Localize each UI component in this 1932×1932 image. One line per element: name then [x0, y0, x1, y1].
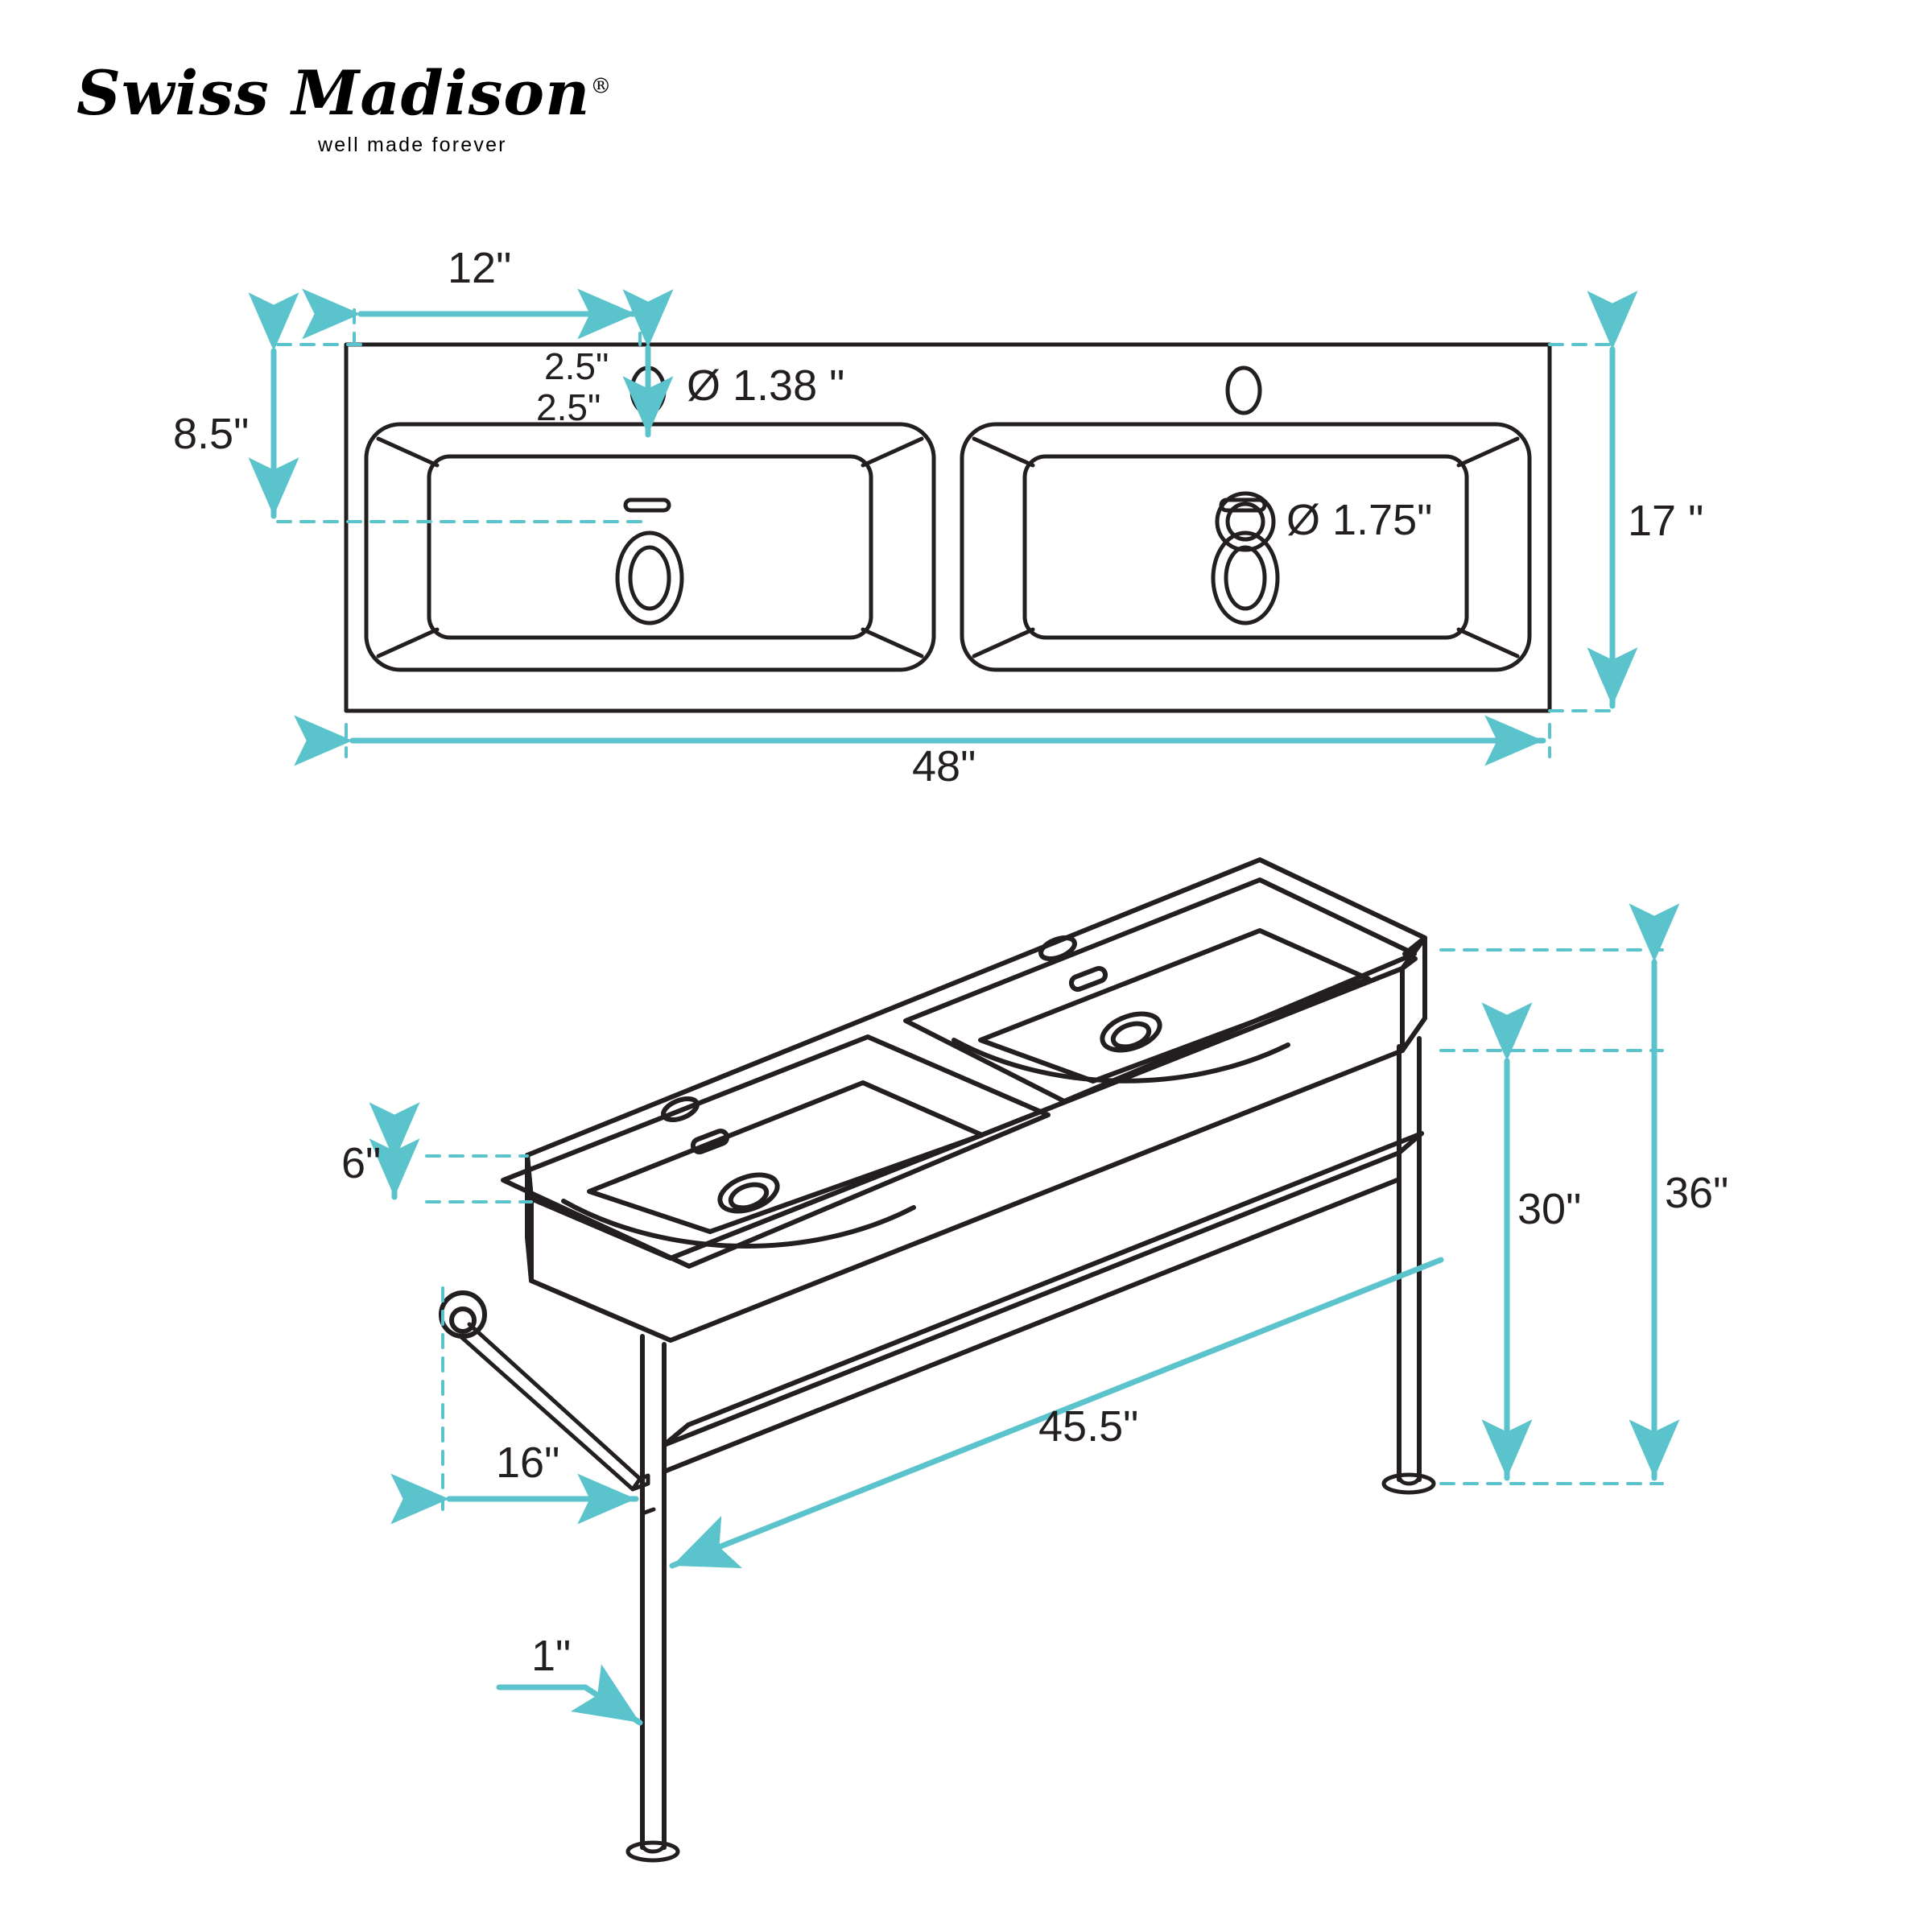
perspective-left-drain-outer — [717, 1172, 780, 1214]
top-view-group — [248, 288, 1638, 766]
right-basin-drain-outer — [1211, 530, 1280, 625]
left-basin-opening — [501, 1034, 1051, 1269]
lower-shelf-rail — [662, 1131, 1424, 1474]
shelf-top-front-edge — [662, 1150, 1402, 1447]
left-basin-drain-outer — [615, 530, 684, 625]
registered-trademark-icon: ® — [590, 74, 613, 99]
dim-label-12in: 12" — [448, 244, 512, 292]
dim-label-36in: 36" — [1665, 1169, 1729, 1217]
right-faucet-hole — [1225, 365, 1262, 415]
right-basin-floor — [978, 928, 1371, 1084]
dim-label-drain-diameter: Ø 1.75" — [1286, 496, 1433, 544]
shelf-top-back-edge — [686, 1131, 1424, 1427]
dim-label-16in: 16" — [496, 1439, 560, 1487]
countertop-outline — [344, 342, 1552, 713]
dim-label-1in: 1" — [531, 1632, 572, 1680]
perspective-view-group — [439, 857, 1436, 1863]
dim-label-30in: 30" — [1517, 1185, 1582, 1233]
countertop-right-end-face — [1400, 935, 1427, 1053]
perspective-left-faucet-hole — [661, 1096, 700, 1122]
perspective-left-drain-inner — [728, 1182, 770, 1211]
countertop-front-face — [529, 966, 1405, 1343]
right-basin-opening — [903, 877, 1417, 1104]
left-basin-taper-bl — [376, 627, 440, 658]
perspective-right-drain-outer — [1100, 1011, 1162, 1053]
right-basin-taper-br — [1456, 627, 1520, 658]
brand-name: Swiss Madison® — [76, 57, 613, 129]
left-basin-overflow-slot — [623, 497, 671, 513]
perspective-right-overflow-slot — [1068, 965, 1108, 993]
right-basin — [960, 422, 1532, 672]
brand-tagline: well made forever — [318, 134, 507, 156]
perspective-right-faucet-hole — [1038, 935, 1077, 961]
dim-label-6in: 6" — [341, 1139, 382, 1187]
right-basin-taper-tl — [972, 436, 1035, 468]
shelf-bottom-front-edge — [662, 1177, 1402, 1474]
dim-1in-leader — [496, 1664, 643, 1726]
left-basin-inner — [427, 454, 873, 640]
towel-bar-top-edge — [467, 1322, 642, 1481]
left-basin-floor — [587, 1080, 985, 1234]
right-basin-taper-bl — [972, 627, 1035, 658]
dim-label-2-5in-lower: 2.5" — [536, 386, 601, 428]
dim-label-17in: 17 " — [1628, 497, 1704, 545]
rear-right-leg-foot-top — [1397, 1473, 1422, 1486]
left-basin-taper-tr — [861, 436, 924, 468]
right-basin-inner — [1022, 454, 1469, 640]
left-basin-drain-inner — [628, 545, 671, 611]
rear-right-leg — [1381, 1036, 1436, 1495]
perspective-right-basin — [903, 877, 1417, 1104]
perspective-right-drain-inner — [1110, 1021, 1152, 1050]
perspective-left-basin — [501, 1034, 1051, 1269]
shelf-left-cap — [662, 1422, 691, 1447]
dim-label-45-5in: 45.5" — [1038, 1402, 1139, 1451]
left-basin-taper-br — [861, 627, 924, 658]
right-basin-drain-inner — [1224, 545, 1267, 611]
perspective-left-overflow-slot — [690, 1128, 730, 1155]
brand-logo: Swiss Madison® well made forever — [76, 57, 613, 157]
leg-bracket-left — [640, 1507, 656, 1516]
left-basin-bowl-curve — [561, 1199, 916, 1249]
front-left-leg-foot — [625, 1840, 680, 1863]
dim-label-2-5in-upper: 2.5" — [544, 345, 609, 387]
dim-label-faucet-hole-diameter: Ø 1.38 " — [687, 361, 845, 410]
left-basin — [364, 422, 936, 672]
dim-label-8-5in: 8.5" — [173, 410, 250, 458]
right-basin-outer — [960, 422, 1532, 672]
right-basin-bowl-curve — [952, 1038, 1290, 1084]
shelf-right-cap — [1397, 1131, 1424, 1155]
drain-callout-outer-icon — [1215, 491, 1276, 552]
drain-callout-inner-icon — [1225, 502, 1265, 542]
leg-bracket-left-tick — [640, 1507, 656, 1516]
front-left-leg-foot-top — [640, 1841, 667, 1854]
dim-label-48in: 48" — [912, 742, 976, 791]
towel-bar-bottom-edge — [458, 1334, 635, 1492]
dim-45-5in-leader — [669, 1257, 1444, 1569]
left-basin-taper-tl — [376, 436, 440, 468]
rear-right-leg-foot — [1381, 1472, 1436, 1495]
perspective-dimension-lines — [369, 903, 1680, 1726]
right-basin-taper-tr — [1456, 436, 1520, 468]
towel-bar-end-hole — [449, 1307, 477, 1334]
front-left-leg — [625, 1334, 680, 1863]
